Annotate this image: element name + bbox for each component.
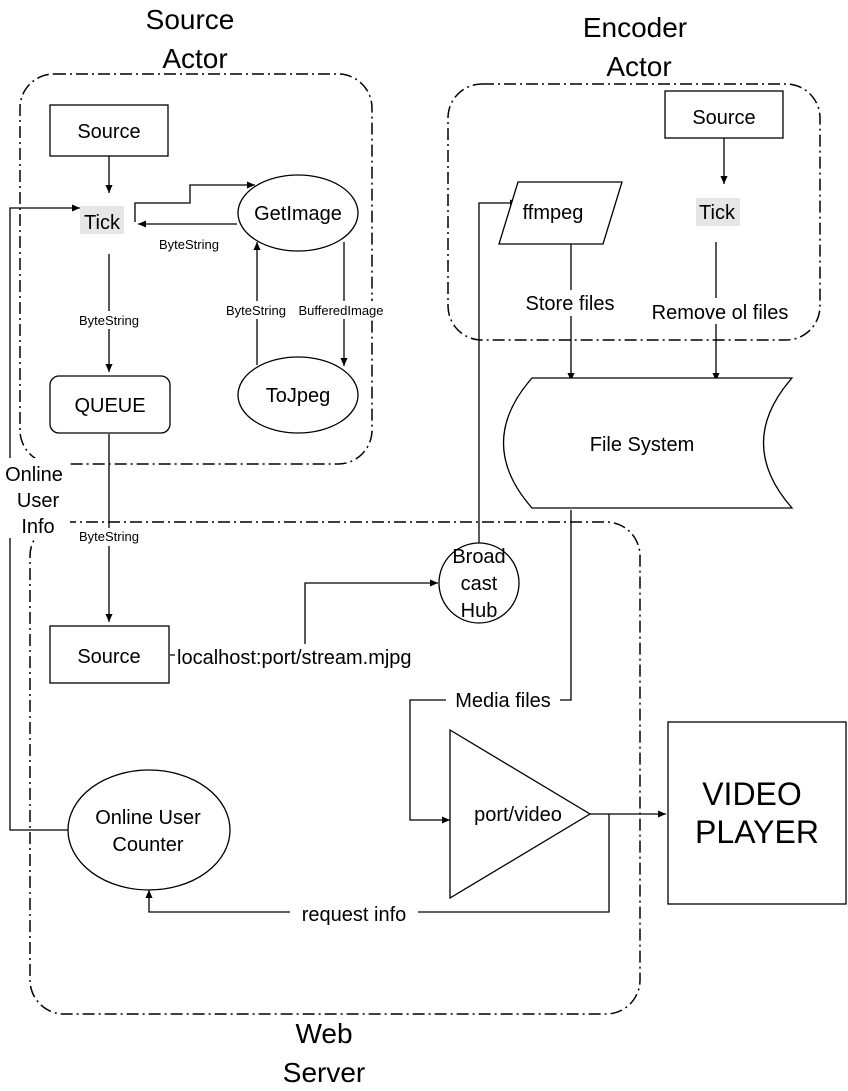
source-actor-source-node: [49, 104, 169, 157]
online-user-info-line1: Online: [5, 464, 63, 486]
source-actor-title-line1: Source: [146, 4, 235, 35]
getimage-label: GetImage: [254, 203, 342, 225]
edge-label-tick-to-queue: ByteString: [79, 313, 139, 328]
edge-media-files: [409, 510, 572, 824]
source-actor-tick-node: [80, 206, 124, 234]
ffmpeg-label: ffmpeg: [523, 202, 584, 224]
source-actor-source-label: Source: [77, 121, 140, 143]
label-bg: [290, 902, 418, 926]
label-bg: [0, 458, 70, 538]
file-system-node: [503, 377, 794, 509]
label-bg: [446, 688, 560, 714]
port-video-label: port/video: [474, 804, 562, 826]
web-server-title-line1: Web: [295, 1018, 352, 1049]
label-bg: [70, 528, 150, 546]
label-bg: [512, 290, 630, 316]
encoder-source-label: Source: [692, 107, 755, 129]
broadcast-hub-label-line2: cast: [461, 573, 498, 595]
label-bg: [218, 301, 392, 319]
tojpeg-label: ToJpeg: [266, 385, 331, 407]
video-player-label-line1: VIDEO: [702, 776, 802, 812]
edge-broadcast-hub-to-ffmpeg: [478, 199, 518, 548]
encoder-source-node: [664, 90, 784, 139]
online-user-counter-label-line1: Online User: [95, 807, 201, 829]
encoder-tick-label: Tick: [699, 202, 736, 224]
edge-label-queue-to-source: ByteString: [79, 529, 139, 544]
edge-label-remove-files: Remove ol files: [652, 302, 789, 324]
getimage-node: [237, 174, 359, 252]
encoder-actor-group: [447, 83, 821, 341]
edge-label-store-files: Store files: [526, 293, 615, 315]
edge-label-getimage-to-tojpeg: BufferedImage: [298, 303, 383, 318]
edge-label-media-files: Media files: [455, 690, 551, 712]
port-video-node: [449, 728, 592, 900]
encoder-actor-title-line2: Actor: [606, 51, 671, 82]
edge-label-stream-url: localhost:port/stream.mjpg: [177, 647, 412, 669]
broadcast-hub-label-line1: Broad: [452, 546, 505, 568]
web-server-group: [29, 521, 641, 1015]
edge-label-request-info: request info: [302, 904, 407, 926]
label-bg: [638, 298, 802, 324]
broadcast-hub-node: [438, 542, 520, 624]
encoder-actor-title-line1: Encoder: [583, 12, 687, 43]
web-source-label: Source: [77, 646, 140, 668]
ffmpeg-node: [498, 181, 623, 245]
file-system-label: File System: [590, 434, 694, 456]
queue-label: QUEUE: [74, 395, 145, 417]
source-actor-title-line2: Actor: [162, 43, 227, 74]
online-user-info-line3: Info: [21, 516, 54, 538]
encoder-tick-node: [696, 198, 740, 226]
label-bg: [70, 311, 150, 329]
edge-tick-to-getimage: [134, 181, 255, 222]
source-actor-tick-label: Tick: [84, 212, 121, 234]
source-actor-group: [19, 73, 373, 465]
online-user-info-line2: User: [17, 490, 60, 512]
web-server-title-line2: Server: [283, 1057, 365, 1088]
label-bg: [175, 644, 451, 670]
label-bg: [148, 236, 228, 252]
online-user-counter-node: [67, 769, 231, 891]
queue-node: [49, 375, 171, 434]
tojpeg-node: [237, 356, 359, 434]
web-source-node: [49, 625, 170, 684]
edge-label-tojpeg-to-getimage: ByteString: [226, 303, 286, 318]
broadcast-hub-label-line3: Hub: [461, 600, 498, 622]
online-user-counter-label-line2: Counter: [112, 834, 183, 856]
edge-label-getimage-to-tick: ByteString: [159, 237, 219, 252]
video-player-node: [667, 721, 847, 905]
video-player-label-line2: PLAYER: [695, 814, 819, 850]
